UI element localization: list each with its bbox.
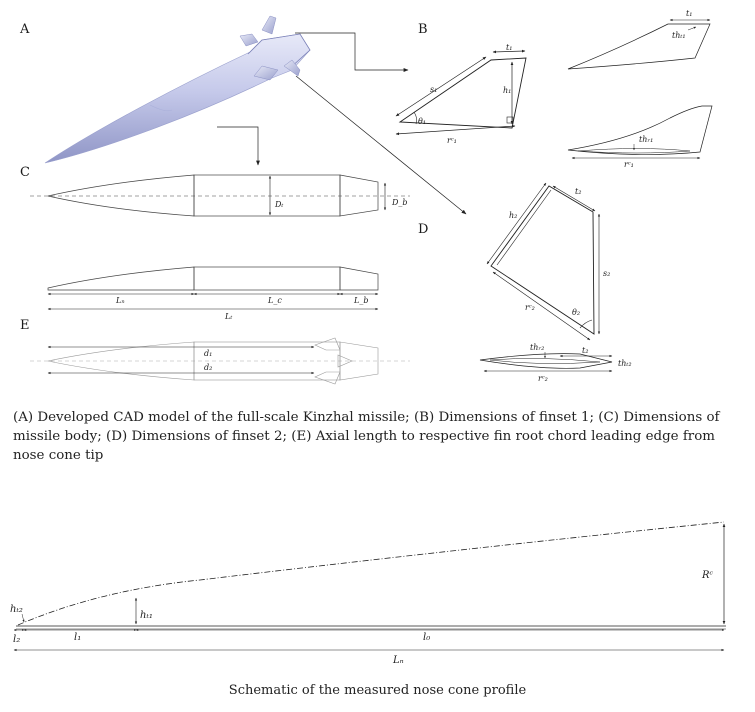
label-lt: Lₜ (224, 312, 232, 321)
label-tht2: thₜ₂ (618, 359, 632, 368)
label-h2: h₂ (509, 211, 517, 220)
missile-body-diagram: Dₜ D_b Lₙ L_c L_b Lₜ (30, 174, 410, 321)
callout-arrow-c (217, 126, 260, 166)
label-ht2: hₜ₂ (10, 604, 23, 615)
label-rc: Rᶜ (701, 570, 714, 581)
label-rc1-side: rᶜ₁ (624, 160, 634, 169)
label-l2: l₂ (13, 634, 20, 645)
figure-caption: (A) Developed CAD model of the full-scal… (13, 410, 720, 463)
label-rc2-top: rᶜ₂ (538, 374, 548, 383)
label-thr1: thᵣ₁ (639, 135, 653, 144)
label-lb: L_b (353, 296, 368, 305)
label-h1: h₁ (503, 86, 511, 95)
label-rc1: rᶜ₁ (447, 136, 457, 145)
label-t2: t₂ (575, 187, 581, 196)
label-ht1: hₜ₁ (140, 610, 153, 621)
label-ln: Lₙ (115, 296, 125, 305)
axial-length-diagram: d₁ d₂ (30, 337, 410, 385)
panel-label-d: D (418, 222, 429, 237)
label-tht1: thₜ₁ (672, 31, 686, 40)
finset1-diagram: s₁ h₁ t₁ θ₁ rᶜ₁ t₁ thₜ₁ rᶜ₁ thᵣ₁ (395, 9, 713, 169)
callout-arrow-d (295, 75, 467, 215)
panel-label-e: E (20, 318, 30, 333)
label-lc: L_c (267, 296, 282, 305)
label-t1: t₁ (506, 43, 512, 52)
missile-3d-model (44, 15, 311, 164)
callout-arrow-b (295, 32, 409, 72)
label-dt: Dₜ (274, 200, 283, 209)
label-d1: d₁ (204, 349, 212, 358)
label-l0: l₀ (423, 632, 430, 643)
label-d2: d₂ (204, 363, 212, 372)
label-theta2: θ₂ (572, 308, 580, 317)
label-ln-profile: Lₙ (392, 655, 404, 666)
finset2-diagram: h₂ t₂ s₂ rᶜ₂ θ₂ rᶜ₂ t₂ thᵣ₂ thₜ₂ (479, 182, 632, 383)
panel-label-a: A (20, 22, 30, 37)
nose-profile-diagram: Rᶜ hₜ₁ hₜ₂ l₂ l₁ l₀ Lₙ (10, 521, 726, 666)
label-l1: l₁ (74, 632, 81, 643)
panel-label-c: C (20, 165, 30, 180)
panel-label-b: B (418, 22, 428, 37)
label-db: D_b (391, 198, 408, 207)
label-s2: s₂ (603, 269, 610, 278)
label-t1-top: t₁ (686, 9, 692, 18)
label-t2-top: t₂ (582, 346, 588, 355)
label-s1: s₁ (430, 85, 437, 94)
nose-profile-caption: Schematic of the measured nose cone prof… (228, 683, 527, 698)
label-thr2: thᵣ₂ (530, 343, 544, 352)
label-rc2: rᶜ₂ (525, 303, 535, 312)
label-theta1: θ₁ (418, 117, 426, 126)
